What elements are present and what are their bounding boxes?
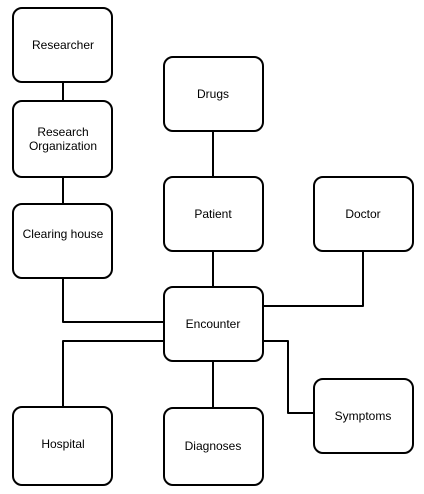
node-encounter: Encounter <box>163 286 264 362</box>
node-clearing-house-label: Clearing house <box>23 227 104 241</box>
connector-encounter-symptoms <box>263 340 314 414</box>
node-drugs-label: Drugs <box>197 87 229 101</box>
connector-clearing-house-encounter <box>62 278 164 323</box>
node-encounter-label: Encounter <box>186 317 241 331</box>
connector-doctor-encounter <box>263 251 364 307</box>
node-patient-label: Patient <box>194 207 232 221</box>
node-hospital-label: Hospital <box>41 437 84 451</box>
node-patient: Patient <box>163 176 264 252</box>
node-hospital: Hospital <box>12 406 113 486</box>
node-research-organization-label-line1: Research <box>37 125 88 139</box>
node-researcher: Researcher <box>12 7 113 83</box>
node-diagnoses-label: Diagnoses <box>185 439 242 453</box>
connector-encounter-hospital <box>62 340 164 407</box>
node-drugs: Drugs <box>163 56 264 132</box>
connectors <box>62 82 364 414</box>
node-symptoms-label: Symptoms <box>335 409 392 423</box>
node-symptoms: Symptoms <box>313 378 414 454</box>
node-doctor: Doctor <box>313 176 414 252</box>
node-clearing-house: Clearing house <box>12 203 113 279</box>
node-research-organization-label-line2: Organization <box>29 139 97 153</box>
node-research-organization: Research Organization <box>12 100 113 178</box>
node-researcher-label: Researcher <box>32 38 94 52</box>
node-diagnoses: Diagnoses <box>163 407 264 486</box>
node-doctor-label: Doctor <box>345 207 380 221</box>
